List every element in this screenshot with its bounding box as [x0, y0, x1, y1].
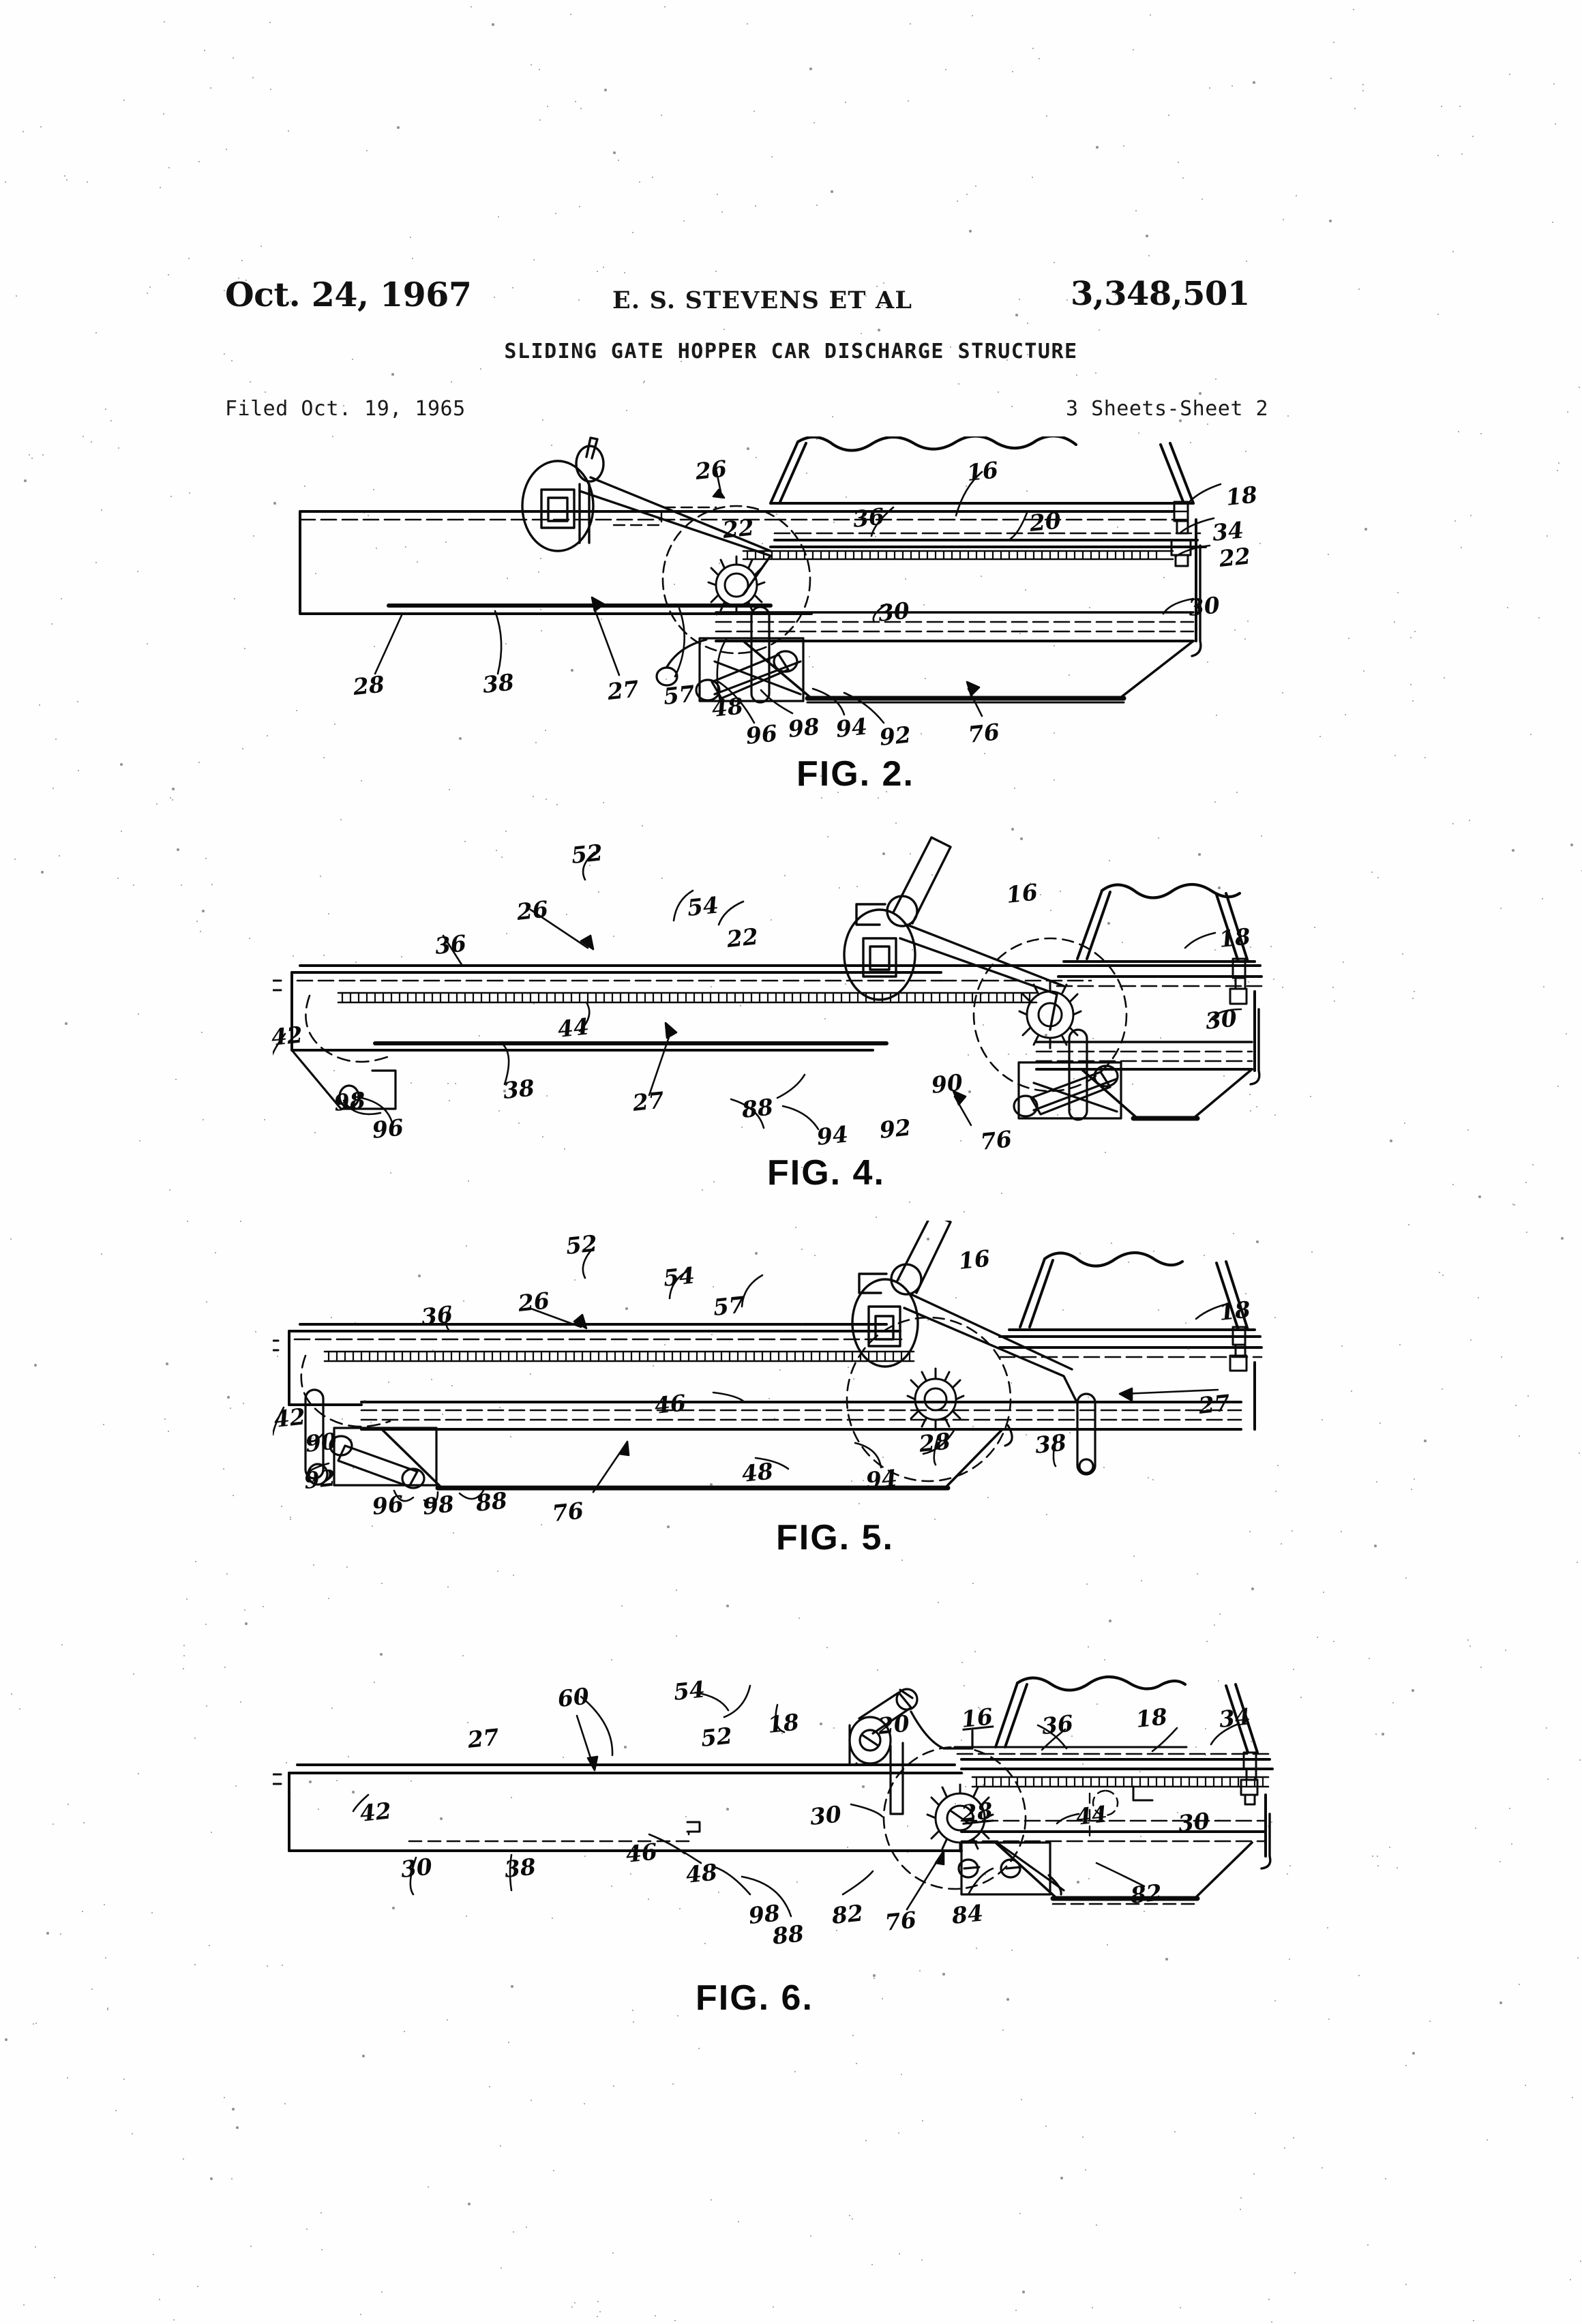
reference-number: 38: [481, 668, 516, 698]
reference-number: 88: [474, 1487, 509, 1517]
reference-number: 16: [957, 1245, 991, 1275]
reference-number: 16: [965, 456, 1000, 486]
reference-number: 96: [370, 1114, 405, 1144]
reference-number: 76: [966, 718, 1001, 748]
reference-number: 30: [876, 597, 911, 627]
reference-number: 30: [1176, 1807, 1211, 1837]
reference-number: 18: [1217, 1296, 1252, 1326]
reference-number: 34: [1210, 516, 1245, 546]
figure-2-caption: FIG. 2.: [796, 754, 914, 794]
reference-number: 60: [556, 1682, 591, 1712]
figure-2-drawing: [293, 436, 1262, 730]
reference-number: 82: [1129, 1879, 1163, 1909]
invention-title: SLIDING GATE HOPPER CAR DISCHARGE STRUCT…: [504, 340, 1078, 363]
figure-6-caption: FIG. 6.: [696, 1978, 814, 2018]
reference-number: 22: [725, 923, 760, 953]
reference-number: 34: [1217, 1703, 1252, 1733]
reference-number: 22: [721, 513, 756, 543]
reference-number: 98: [332, 1086, 367, 1116]
reference-number: 57: [661, 680, 696, 710]
reference-number: 36: [419, 1300, 454, 1330]
reference-number: 38: [501, 1074, 536, 1104]
reference-number: 52: [699, 1722, 734, 1752]
reference-number: 38: [503, 1853, 537, 1883]
reference-number: 48: [740, 1457, 775, 1487]
patent-number: 3,348,501: [1071, 275, 1250, 313]
reference-number: 88: [771, 1920, 805, 1950]
reference-number: 27: [1197, 1389, 1232, 1419]
reference-number: 94: [815, 1120, 850, 1150]
reference-number: 36: [433, 929, 468, 959]
sheet-count: 3 Sheets-Sheet 2: [1066, 397, 1268, 421]
reference-number: 84: [950, 1899, 985, 1929]
reference-number: 52: [569, 839, 604, 869]
reference-number: 42: [269, 1021, 304, 1051]
reference-number: 98: [421, 1490, 456, 1520]
reference-number: 44: [1074, 1800, 1109, 1830]
reference-number: 20: [876, 1710, 911, 1740]
reference-number: 18: [1134, 1703, 1169, 1733]
reference-number: 82: [830, 1899, 865, 1929]
filing-date: Filed Oct. 19, 1965: [225, 397, 466, 421]
reference-number: 28: [351, 670, 386, 700]
reference-number: 90: [303, 1427, 338, 1457]
reference-number: 30: [399, 1853, 434, 1883]
reference-number: 22: [1217, 542, 1252, 572]
reference-number: 42: [272, 1403, 307, 1433]
reference-number: 76: [883, 1906, 918, 1936]
reference-number: 18: [766, 1708, 801, 1738]
reference-number: 76: [550, 1497, 585, 1527]
reference-number: 57: [711, 1291, 746, 1321]
reference-number: 30: [1186, 591, 1221, 621]
reference-number: 96: [370, 1490, 405, 1520]
reference-number: 48: [710, 692, 745, 722]
reference-number: 76: [979, 1125, 1013, 1155]
reference-number: 36: [1040, 1710, 1075, 1740]
reference-number: 16: [959, 1703, 994, 1733]
reference-number: 54: [685, 891, 720, 921]
reference-number: 94: [864, 1464, 899, 1494]
reference-number: 28: [959, 1797, 994, 1827]
reference-number: 98: [786, 713, 821, 743]
reference-number: 46: [624, 1838, 659, 1868]
reference-number: 54: [672, 1675, 706, 1705]
reference-number: 36: [851, 503, 886, 533]
reference-number: 27: [606, 675, 640, 705]
reference-number: 92: [302, 1464, 337, 1494]
reference-number: 44: [556, 1013, 591, 1043]
reference-number: 92: [878, 721, 912, 751]
reference-number: 16: [1004, 878, 1039, 908]
reference-number: 30: [1204, 1004, 1238, 1034]
reference-number: 20: [1028, 507, 1062, 537]
reference-number: 26: [515, 895, 550, 925]
reference-number: 46: [653, 1389, 687, 1419]
figure-5-caption: FIG. 5.: [776, 1518, 894, 1558]
reference-number: 48: [684, 1858, 719, 1888]
sheet-header: Oct. 24, 1967 E. S. STEVENS ET AL 3,348,…: [0, 271, 1582, 428]
reference-number: 96: [744, 719, 779, 749]
reference-number: 90: [929, 1069, 964, 1099]
reference-number: 54: [661, 1262, 696, 1292]
reference-number: 42: [358, 1797, 393, 1827]
reference-number: 38: [1033, 1429, 1068, 1459]
reference-number: 88: [740, 1093, 775, 1123]
reference-number: 27: [466, 1723, 501, 1753]
figure-4-caption: FIG. 4.: [767, 1153, 885, 1193]
patent-date: Oct. 24, 1967: [225, 275, 472, 314]
reference-number: 30: [808, 1800, 843, 1830]
reference-number: 27: [631, 1086, 666, 1116]
reference-number: 18: [1217, 923, 1252, 953]
figure-6-drawing: [273, 1650, 1282, 1971]
reference-number: 18: [1224, 481, 1259, 511]
figure-5-drawing: [273, 1221, 1268, 1521]
reference-number: 52: [564, 1230, 599, 1260]
reference-number: 92: [878, 1114, 912, 1144]
inventor-name: E. S. STEVENS ET AL: [612, 286, 913, 314]
reference-number: 28: [917, 1427, 952, 1457]
figure-4-drawing: [273, 825, 1268, 1132]
reference-number: 94: [834, 713, 869, 743]
reference-number: 26: [516, 1287, 551, 1317]
reference-number: 26: [693, 455, 728, 485]
